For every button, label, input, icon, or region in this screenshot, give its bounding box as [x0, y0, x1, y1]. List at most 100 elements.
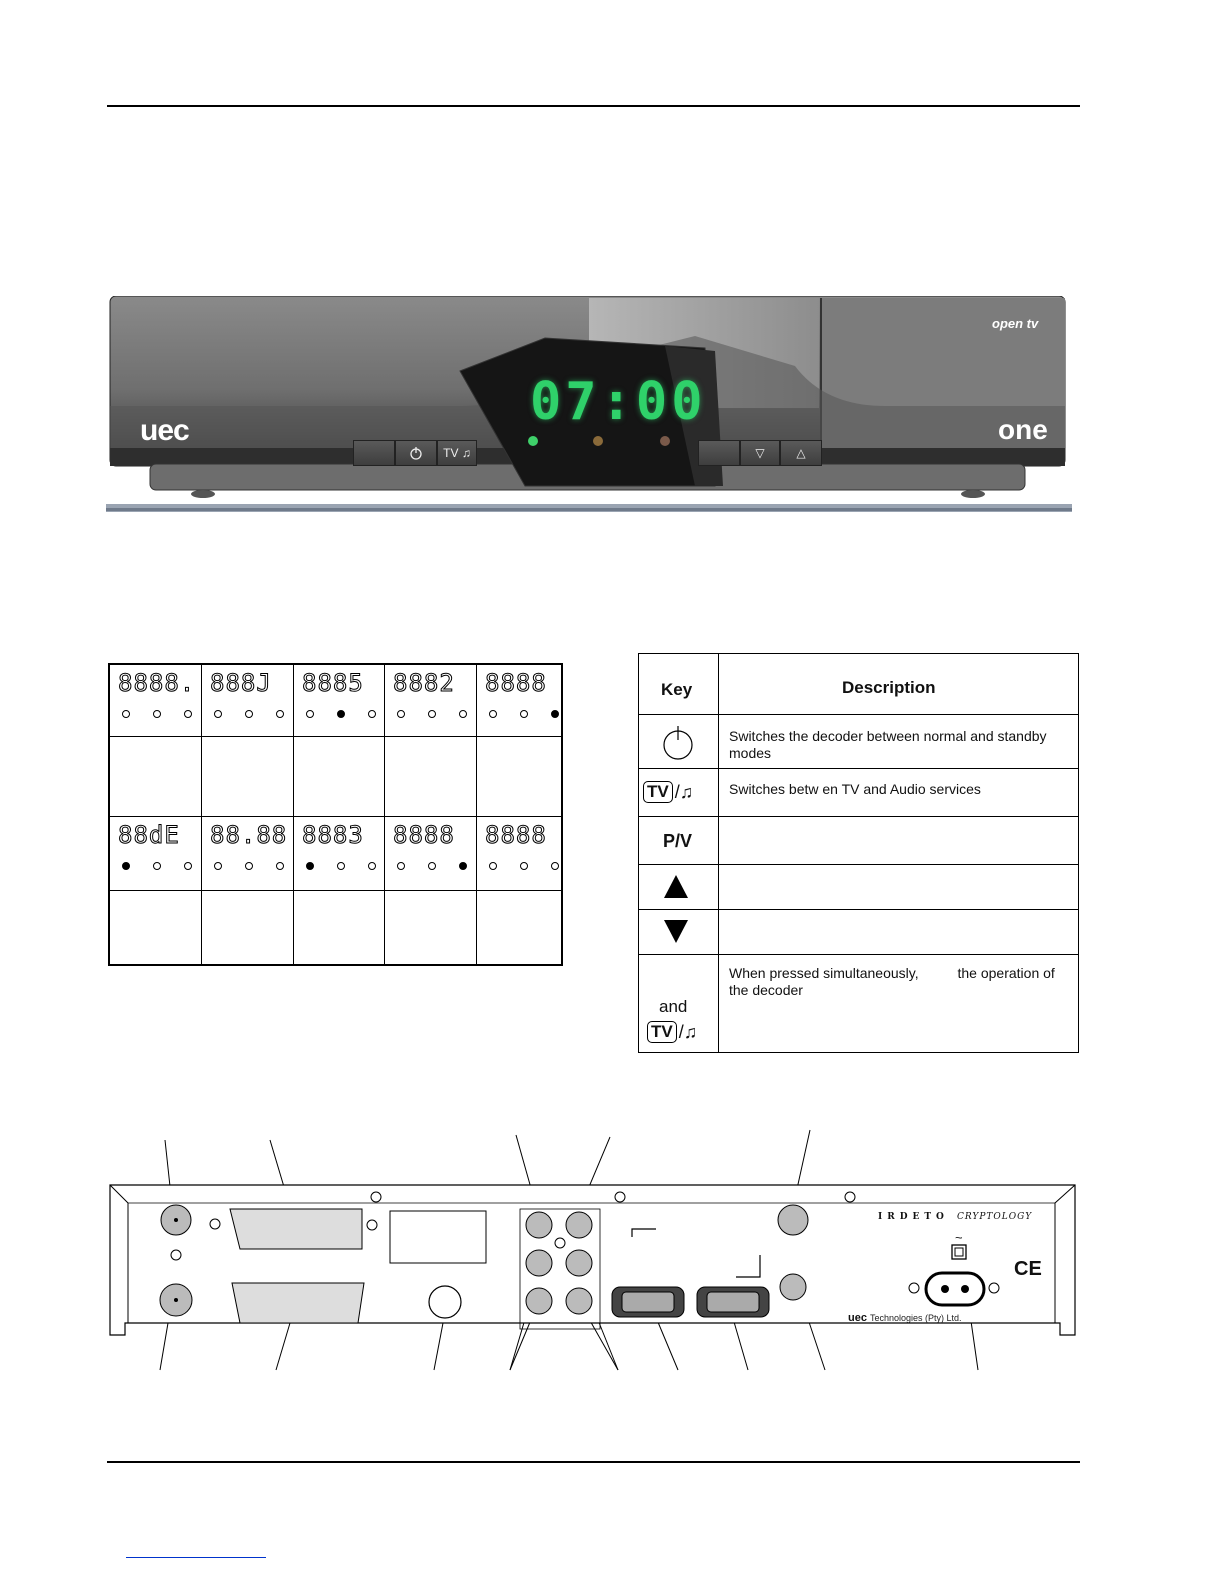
led-caption-cell: [294, 737, 385, 817]
led-indicator-off: [428, 862, 436, 870]
power-icon: [410, 447, 422, 460]
power-description: Switches the decoder between normal and …: [729, 728, 1047, 761]
led-indicator-off: [153, 862, 161, 870]
led-indicator-off: [276, 710, 284, 718]
led-digits: 8888: [485, 821, 547, 850]
front-power-button[interactable]: [395, 440, 437, 466]
led-indicator-on: [122, 862, 130, 870]
led-state-cell: 8888: [477, 665, 561, 737]
led-indicator-off: [428, 710, 436, 718]
front-down-button[interactable]: ▽: [740, 440, 780, 466]
front-button-blank-right[interactable]: [698, 440, 740, 466]
led-caption-cell: [110, 891, 202, 966]
ce-mark: CE: [1014, 1258, 1042, 1280]
combo-tv-key: TV /♫: [647, 1021, 697, 1043]
down-triangle-icon: [664, 920, 688, 943]
maker-label: uec Technologies (Pty) Ltd.: [848, 1312, 962, 1324]
led-indicator-off: [245, 862, 253, 870]
led-state-cell: 888J: [202, 665, 294, 737]
led-digits: 8888: [393, 821, 455, 850]
front-tv-radio-button[interactable]: TV ♫: [437, 440, 477, 466]
led-indicator-off: [397, 862, 405, 870]
irdeto-sub-text: CRYPTOLOGY: [957, 1212, 1033, 1222]
led-indicator-off: [276, 862, 284, 870]
key-row-power: Switches the decoder between normal and …: [639, 715, 1078, 769]
maker-logo: uec: [848, 1312, 867, 1324]
top-rule: [107, 105, 1080, 107]
led-state-cell: 8888: [477, 817, 561, 891]
led-state-cell: 8885: [294, 665, 385, 737]
key-row-tv-radio: TV /♫ Switches betw en TV and Audio serv…: [639, 769, 1078, 817]
led-digits: 8882: [393, 669, 455, 698]
tv-key-label: TV: [643, 781, 673, 803]
front-up-button[interactable]: △: [780, 440, 822, 466]
led-caption-cell: [202, 891, 294, 966]
led-indicator-off: [368, 710, 376, 718]
led-indicator-off: [214, 710, 222, 718]
combo-description: When pressed simultaneously, the operati…: [729, 965, 1059, 998]
music-note-icon: /♫: [678, 1021, 698, 1042]
led-state-cell: 8888.: [110, 665, 202, 737]
bottom-rule: [107, 1461, 1080, 1463]
brand-logo-left: uec: [140, 414, 190, 447]
header-key: Key: [661, 680, 693, 699]
key-table: Key Description Switches the decoder bet…: [638, 653, 1079, 1053]
led-indicator-on: [337, 710, 345, 718]
led-caption-cell: [202, 737, 294, 817]
opentv-logo: open tv: [992, 316, 1039, 331]
led-indicator-on: [551, 710, 559, 718]
maker-text: Technologies (Pty) Ltd.: [869, 1313, 962, 1323]
led-indicator-off: [184, 710, 192, 718]
front-panel-illustration: [106, 296, 1072, 512]
display-time: 07:00: [530, 372, 707, 432]
led-indicator-off: [397, 710, 405, 718]
led-state-cell: 88dE: [110, 817, 202, 891]
led-caption-cell: [294, 891, 385, 966]
led-indicator-off: [306, 710, 314, 718]
led-indicator-off: [153, 710, 161, 718]
led-state-cell: 8888: [385, 817, 477, 891]
led-indicator-off: [184, 862, 192, 870]
front-button-blank[interactable]: [353, 440, 395, 466]
led-digits: 88.88: [209, 821, 288, 850]
brand-logo-right: one: [998, 414, 1048, 445]
irdeto-text: IRDETO: [878, 1212, 949, 1222]
led-caption-cell: [477, 737, 561, 817]
led-indicator-on: [459, 862, 467, 870]
led-indicator-off: [489, 862, 497, 870]
led-state-cell: 88.88: [202, 817, 294, 891]
led-indicator-off: [489, 710, 497, 718]
key-row-pv: P/V: [639, 817, 1078, 865]
key-row-up: [639, 865, 1078, 910]
tv-radio-key: TV /♫: [643, 781, 693, 803]
pv-key-label: P/V: [663, 831, 693, 851]
led-digits: 88dE: [118, 821, 180, 850]
led-digits: 8888: [485, 669, 547, 698]
mains-symbol: ~: [955, 1230, 963, 1245]
led-state-cell: 8882: [385, 665, 477, 737]
and-label: and: [659, 997, 688, 1016]
power-icon: [663, 726, 693, 760]
led-indicator-off: [122, 710, 130, 718]
led-state-cell: 8883: [294, 817, 385, 891]
led-caption-cell: [477, 891, 561, 966]
led-states-grid: 8888. 888J 8885 8882 8888 88dE 88.88 8883 8888 88…: [108, 663, 563, 966]
led-indicator-off: [520, 862, 528, 870]
tv-radio-description: Switches betw en TV and Audio services: [729, 781, 981, 797]
led-indicator-off: [551, 862, 559, 870]
led-indicator-off: [245, 710, 253, 718]
tv-key-label: TV: [647, 1021, 677, 1043]
irdeto-logo: IRDETO CRYPTOLOGY: [878, 1212, 1032, 1222]
led-indicator-on: [306, 862, 314, 870]
footer-link-underline[interactable]: [126, 1557, 266, 1558]
key-row-combo: and TV /♫ When pressed simultaneously, t…: [639, 955, 1078, 1052]
led-caption-cell: [110, 737, 202, 817]
led-indicator-off: [368, 862, 376, 870]
led-caption-cell: [385, 737, 477, 817]
led-indicator-off: [337, 862, 345, 870]
led-digits: 8888.: [117, 669, 196, 698]
led-digits: 888J: [210, 669, 272, 698]
rear-panel-illustration: [109, 1129, 1076, 1371]
led-indicator-off: [214, 862, 222, 870]
led-digits: 8883: [302, 821, 364, 850]
